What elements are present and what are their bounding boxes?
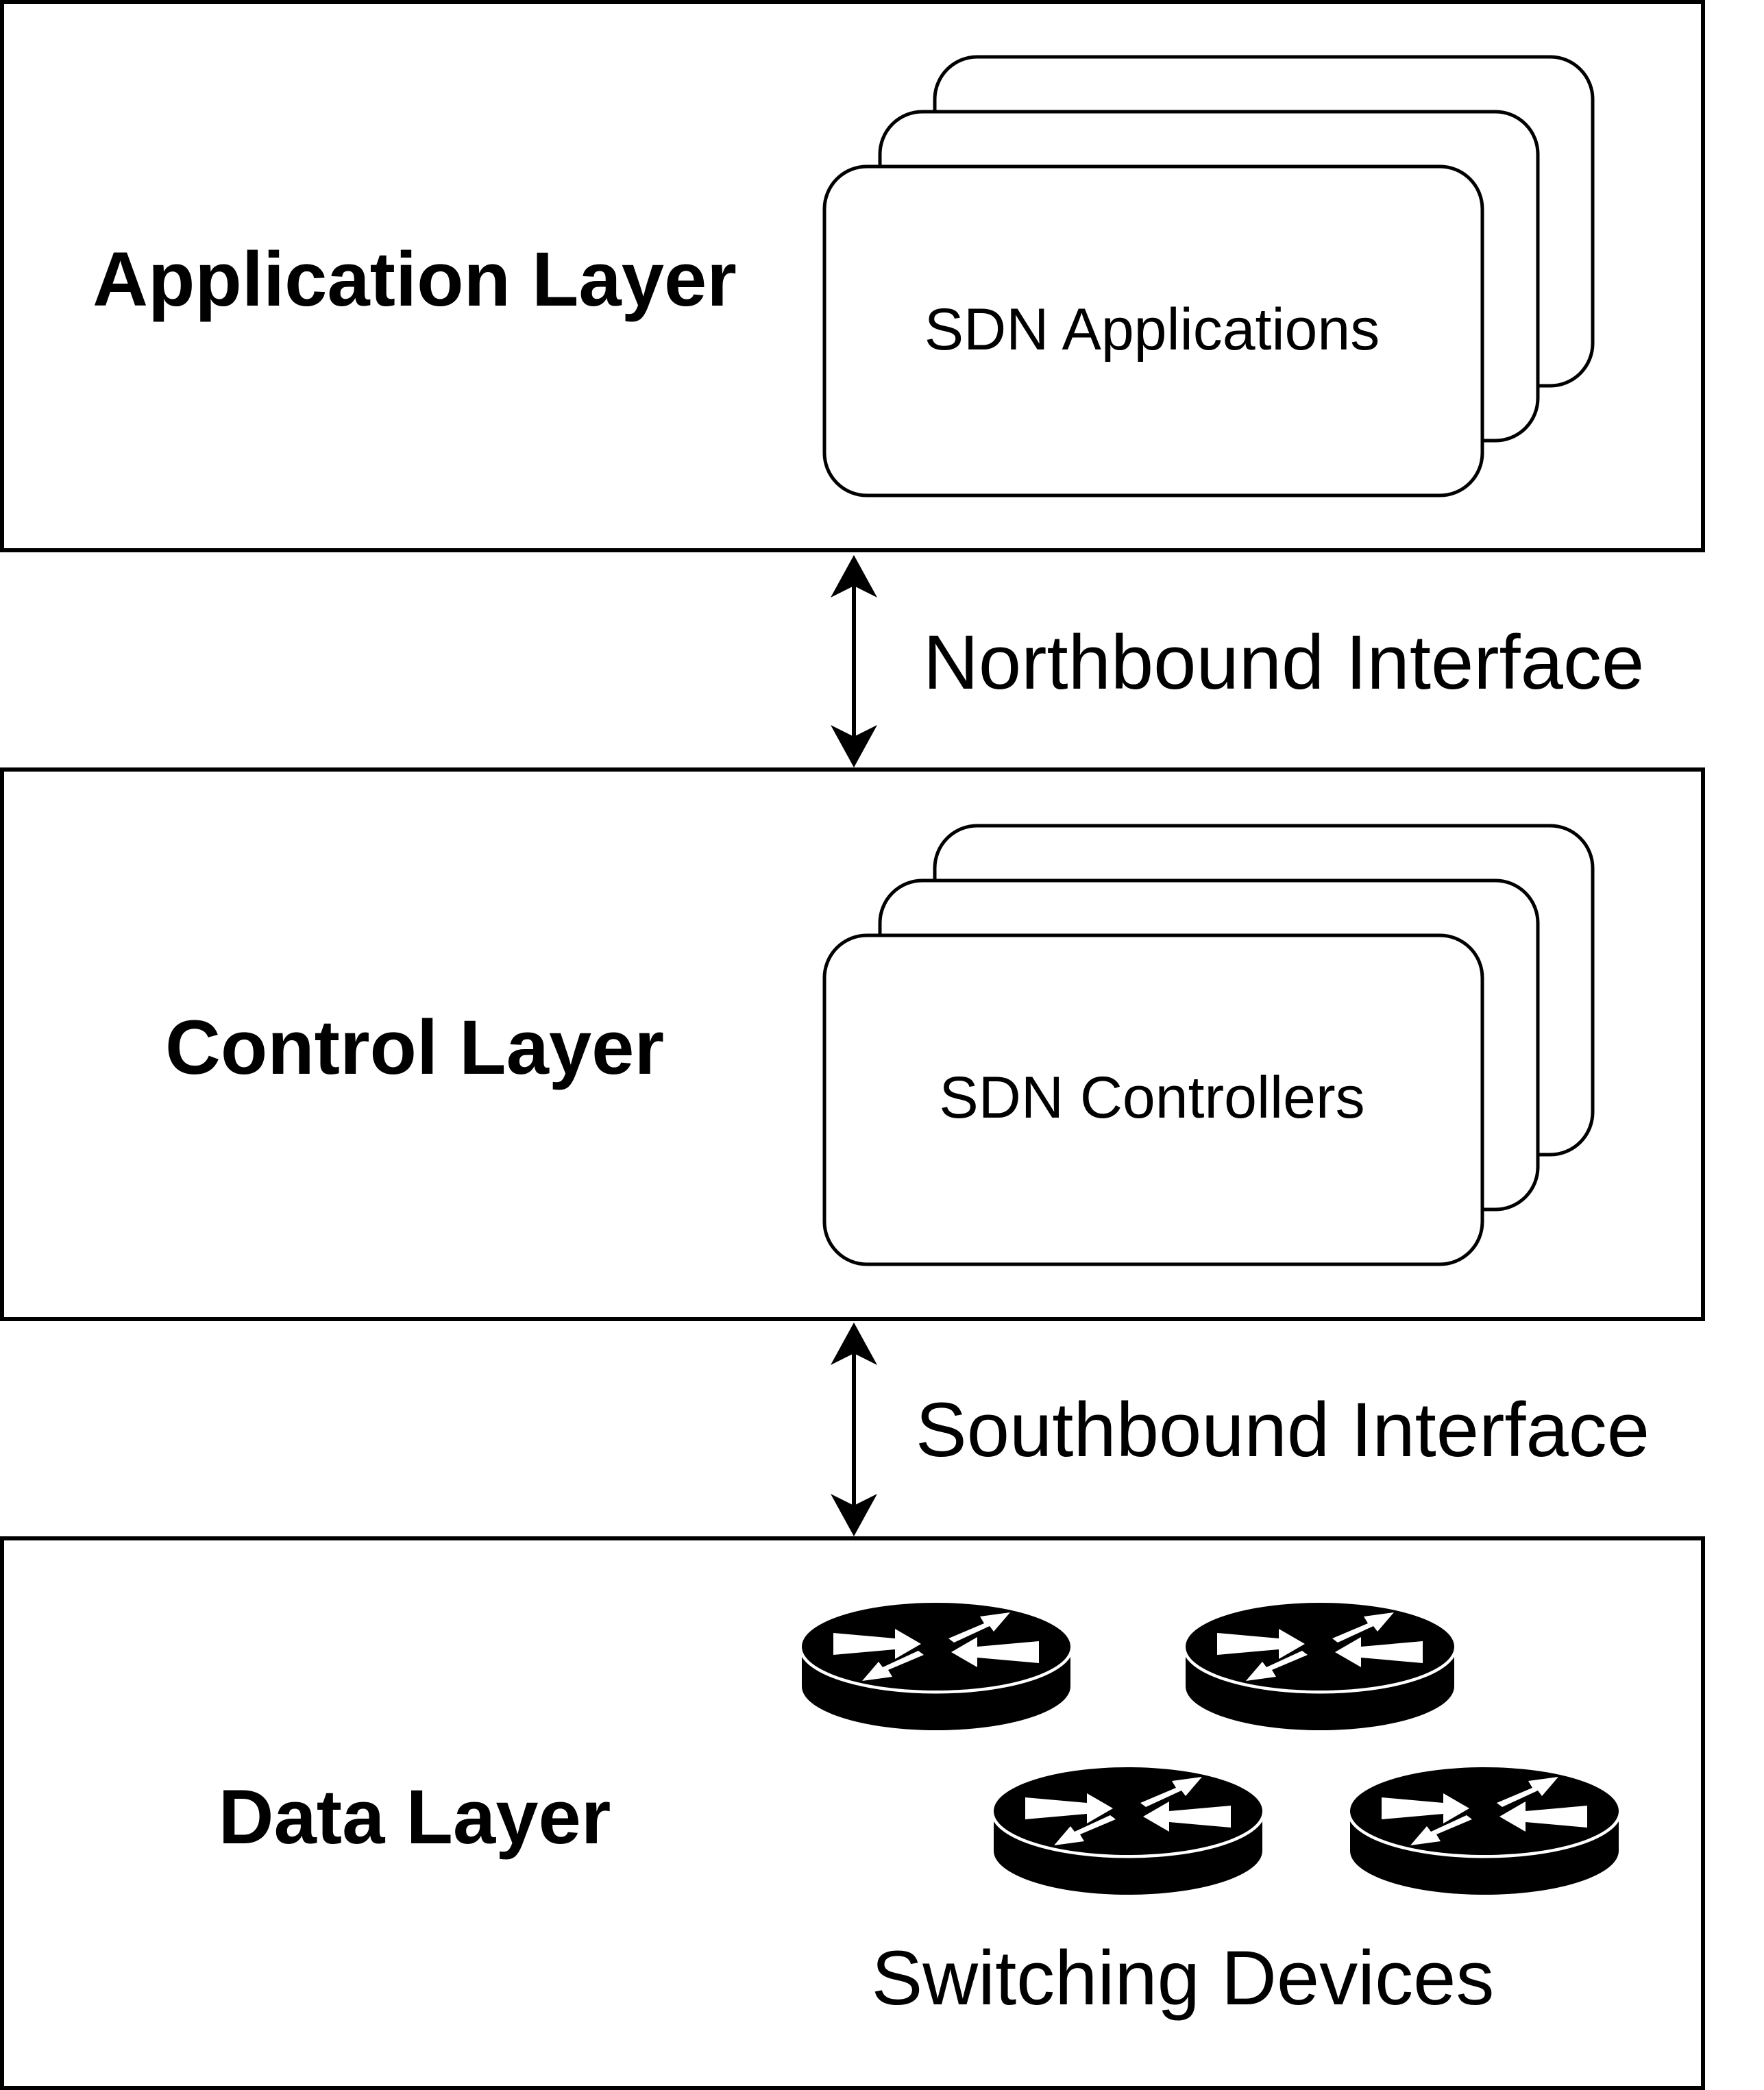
sdn-controllers-stack: SDN Controllers — [822, 824, 1595, 1266]
stack-card-front — [822, 164, 1484, 497]
router-icon — [994, 1767, 1262, 1895]
southbound-arrowhead-up — [831, 1323, 877, 1365]
sdn-applications-stack: SDN Applications — [822, 55, 1595, 497]
switching-devices-label: Switching Devices — [872, 1935, 1495, 2021]
application-layer: Application Layer SDN Applications — [0, 0, 1705, 552]
southbound-interface: Southbound Interface — [831, 1323, 1650, 1536]
northbound-interface-label: Northbound Interface — [923, 619, 1644, 705]
router-icon — [1186, 1603, 1454, 1730]
data-layer: Data Layer Switching Devices — [0, 1536, 1705, 2090]
northbound-arrowhead-down — [831, 725, 877, 767]
router-icon — [802, 1603, 1070, 1730]
southbound-interface-label: Southbound Interface — [916, 1387, 1650, 1473]
control-layer-title: Control Layer — [165, 1005, 664, 1090]
northbound-interface: Northbound Interface — [831, 555, 1644, 767]
stack-card-front — [822, 933, 1484, 1266]
sdn-controllers-label: SDN Controllers — [939, 1065, 1364, 1131]
router-icon — [1350, 1767, 1619, 1895]
control-layer: Control Layer SDN Controllers — [0, 767, 1705, 1321]
application-layer-title: Application Layer — [93, 236, 737, 322]
data-layer-title: Data Layer — [219, 1774, 611, 1860]
southbound-arrowhead-down — [831, 1494, 877, 1536]
northbound-arrowhead-up — [831, 555, 877, 598]
sdn-applications-label: SDN Applications — [924, 297, 1380, 362]
